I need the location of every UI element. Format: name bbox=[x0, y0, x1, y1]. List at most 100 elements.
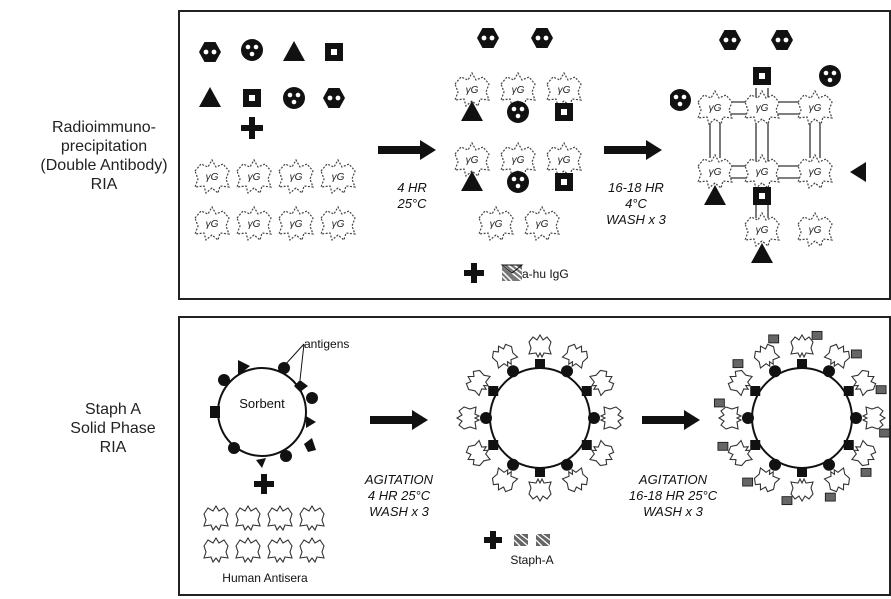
antibody-icon bbox=[791, 335, 813, 357]
antibody-icon bbox=[849, 367, 879, 397]
bottom-step-1-wash: WASH x 3 bbox=[344, 504, 454, 520]
bottom-label-line-1: Staph A bbox=[58, 400, 168, 419]
triangle-antigen-icon bbox=[751, 243, 773, 263]
circle-antigen-icon bbox=[283, 87, 305, 109]
antibody-icon bbox=[279, 207, 313, 240]
hexagon-antigen-icon bbox=[477, 28, 499, 48]
bead-with-antibodies bbox=[450, 328, 630, 508]
bottom-label-line-2: Solid Phase bbox=[58, 419, 168, 438]
staph-a-icon bbox=[733, 360, 743, 368]
antigen-icon bbox=[561, 365, 573, 377]
staph-a-icon bbox=[718, 442, 728, 450]
hexagon-antigen-icon bbox=[531, 28, 553, 48]
antigen-icon bbox=[823, 459, 835, 471]
staph-a-icon bbox=[880, 429, 890, 437]
step-1-conditions: 4 HR 25°C bbox=[380, 180, 444, 212]
plus-icon bbox=[252, 472, 276, 496]
bead-with-staph-a bbox=[712, 328, 891, 508]
antigen-icon bbox=[750, 386, 760, 396]
antibody-icon bbox=[791, 479, 813, 501]
antigen-icon bbox=[561, 459, 573, 471]
triangle-antigen-icon bbox=[461, 101, 483, 121]
antigen-icon bbox=[535, 359, 545, 369]
bottom-label-line-3: RIA bbox=[58, 438, 168, 457]
free-antibodies bbox=[470, 202, 580, 252]
antibody-icon bbox=[798, 213, 832, 246]
circle-antigen-icon bbox=[670, 89, 691, 111]
staph-a-icon bbox=[769, 335, 779, 343]
antigen-icon bbox=[750, 440, 760, 450]
square-antigen-icon bbox=[243, 89, 261, 107]
triangle-antigen-icon bbox=[283, 41, 305, 61]
staph-a-addition bbox=[482, 528, 562, 552]
antibody-icon bbox=[745, 213, 779, 246]
antibody-icon bbox=[268, 538, 292, 562]
top-label-line-4: RIA bbox=[18, 175, 190, 194]
antigen-icon bbox=[480, 412, 492, 424]
bottom-step-1-conditions: AGITATION 4 HR 25°C WASH x 3 bbox=[344, 472, 454, 520]
staph-a-icon bbox=[851, 350, 861, 358]
staph-a-icon bbox=[861, 468, 871, 476]
antibody-icon bbox=[798, 91, 832, 124]
step-2-wash: WASH x 3 bbox=[594, 212, 678, 228]
antibody-icon bbox=[525, 207, 559, 240]
antibody-icon bbox=[300, 506, 324, 530]
antibody-icon bbox=[725, 439, 755, 469]
antibody-icon bbox=[745, 91, 779, 124]
antigen-icon bbox=[507, 365, 519, 377]
antibody-icon bbox=[547, 73, 581, 106]
antibody-icon bbox=[236, 506, 260, 530]
bottom-step-1-agitation: AGITATION bbox=[344, 472, 454, 488]
antigen-icon bbox=[582, 440, 592, 450]
antigen-icon bbox=[797, 467, 807, 477]
hexagon-antigen-icon bbox=[323, 88, 345, 108]
arrow-icon bbox=[604, 138, 664, 162]
plus-icon bbox=[484, 531, 502, 549]
staph-a-icon bbox=[536, 534, 550, 546]
top-label-line-2: precipitation bbox=[18, 137, 190, 156]
bottom-method-label: Staph A Solid Phase RIA bbox=[58, 400, 168, 457]
antibody-icon bbox=[268, 506, 292, 530]
antibody-icon bbox=[204, 506, 228, 530]
step-1-temp: 25°C bbox=[380, 196, 444, 212]
step-2-conditions: 16-18 HR 4°C WASH x 3 bbox=[594, 180, 678, 228]
antigen-icon bbox=[582, 386, 592, 396]
antibody-icon bbox=[236, 538, 260, 562]
staph-a-icon bbox=[812, 331, 822, 339]
staph-a-label: Staph-A bbox=[502, 552, 562, 568]
staph-a-icon bbox=[514, 534, 528, 546]
top-label-line-3: (Double Antibody) bbox=[18, 156, 190, 175]
triangle-antigen-icon bbox=[850, 162, 866, 182]
staph-a-icon bbox=[825, 493, 835, 501]
antibody-icon bbox=[457, 407, 479, 429]
double-antibody-panel: γG 4 HR 25°C bbox=[178, 10, 891, 300]
staph-a-icon bbox=[782, 497, 792, 505]
staph-a-icon bbox=[714, 399, 724, 407]
human-antisera-group bbox=[196, 502, 336, 568]
square-antigen-icon bbox=[753, 187, 771, 205]
circle-antigen-icon bbox=[507, 101, 529, 123]
antigens-label: antigens bbox=[304, 336, 364, 352]
arrow-icon bbox=[642, 408, 702, 432]
antibody-icon bbox=[279, 160, 313, 193]
sorbent-label: Sorbent bbox=[232, 396, 292, 412]
top-method-label: Radioimmuno- precipitation (Double Antib… bbox=[18, 118, 190, 194]
antibody-icon bbox=[547, 143, 581, 176]
antibody-icon bbox=[745, 155, 779, 188]
antibody-icon bbox=[463, 439, 493, 469]
arrow-icon bbox=[370, 408, 430, 432]
antibody-icon bbox=[587, 439, 617, 469]
antibody-icon bbox=[195, 160, 229, 193]
square-antigen-icon bbox=[555, 173, 573, 191]
staph-a-icon bbox=[876, 386, 886, 394]
antigen-icon bbox=[488, 440, 498, 450]
antigen-icon bbox=[742, 412, 754, 424]
triangle-antigen-icon bbox=[199, 87, 221, 107]
plus-icon bbox=[464, 263, 484, 283]
anti-human-igg-icon bbox=[502, 265, 522, 281]
antibody-icon bbox=[863, 407, 885, 429]
step-2-temp: 4°C bbox=[594, 196, 678, 212]
antibody-icon bbox=[529, 479, 551, 501]
antibody-icon bbox=[798, 155, 832, 188]
antibody-icon bbox=[849, 439, 879, 469]
